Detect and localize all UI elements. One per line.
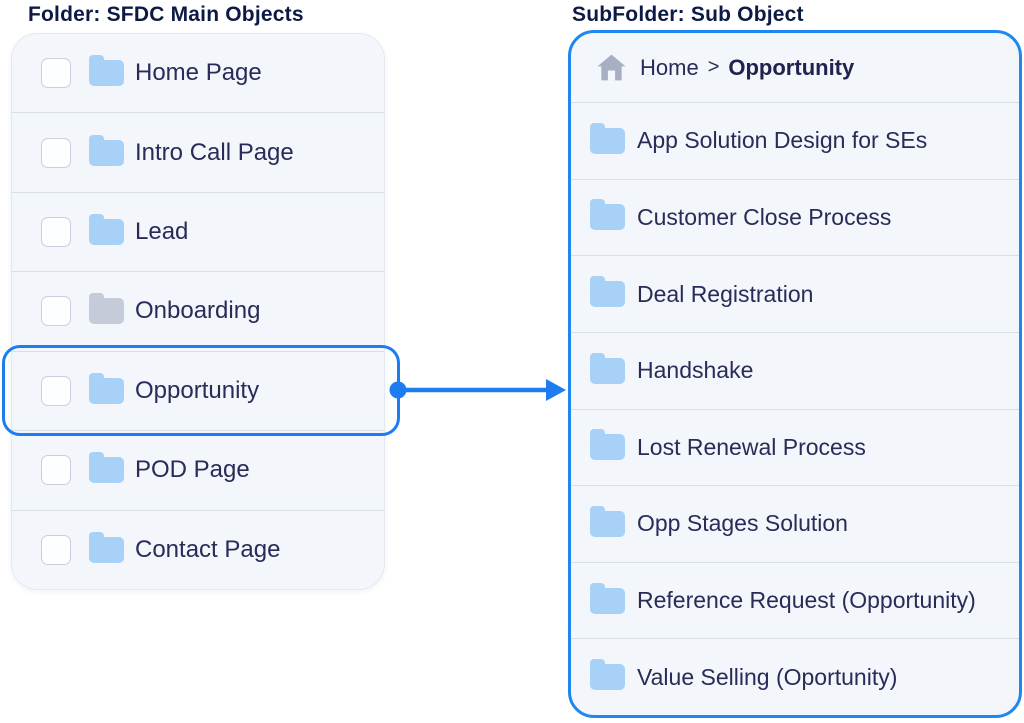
folder-icon <box>590 582 625 614</box>
subfolder-label: Value Selling (Oportunity) <box>637 663 898 690</box>
folder-icon <box>590 276 625 308</box>
checkbox[interactable] <box>41 534 71 565</box>
subfolder-row[interactable]: Lost Renewal Process <box>571 410 1019 487</box>
subfolder-row[interactable]: Value Selling (Oportunity) <box>571 639 1019 715</box>
subfolder-label: App Solution Design for SEs <box>637 127 928 154</box>
folder-icon <box>89 372 124 404</box>
folder-row[interactable]: Intro Call Page <box>12 113 384 193</box>
folder-label: POD Page <box>135 456 250 484</box>
folder-icon <box>590 352 625 384</box>
subfolder-row[interactable]: Reference Request (Opportunity) <box>571 563 1019 640</box>
folder-icon <box>89 214 124 246</box>
subfolder-row[interactable]: Handshake <box>571 333 1019 410</box>
folder-icon <box>89 531 124 563</box>
checkbox[interactable] <box>41 217 71 248</box>
folder-row[interactable]: Home Page <box>12 34 384 114</box>
folder-icon <box>590 122 625 154</box>
breadcrumb-home-link[interactable]: Home <box>640 54 699 80</box>
subfolder-label: Customer Close Process <box>637 203 892 230</box>
right-panel-rows: App Solution Design for SEs Customer Clo… <box>571 103 1019 715</box>
folder-label: Home Page <box>135 59 262 87</box>
subfolder-label: Reference Request (Opportunity) <box>637 587 976 614</box>
checkbox[interactable] <box>41 58 71 89</box>
home-icon[interactable] <box>595 51 628 84</box>
folder-icon <box>590 199 625 231</box>
subfolder-label: Deal Registration <box>637 280 814 307</box>
folder-icon <box>89 452 124 484</box>
checkbox[interactable] <box>41 375 71 406</box>
folder-icon <box>590 659 625 691</box>
folder-label: Contact Page <box>135 535 281 563</box>
checkbox[interactable] <box>41 137 71 168</box>
subfolder-row[interactable]: App Solution Design for SEs <box>571 103 1019 180</box>
folder-icon <box>590 505 625 537</box>
subfolder-label: Lost Renewal Process <box>637 433 866 460</box>
folder-label: Opportunity <box>135 376 260 404</box>
folder-row[interactable]: Lead <box>12 193 384 273</box>
left-panel-rows: Home Page Intro Call Page Lead Onboardin… <box>12 34 384 589</box>
folder-row[interactable]: POD Page <box>12 431 384 511</box>
breadcrumb-current: Opportunity <box>728 54 855 80</box>
folder-row[interactable]: Onboarding <box>12 272 384 352</box>
right-panel-title: SubFolder: Sub Object <box>572 3 804 26</box>
subfolder-row[interactable]: Customer Close Process <box>571 180 1019 257</box>
breadcrumb-separator: > <box>707 56 720 78</box>
breadcrumb: Home > Opportunity <box>571 33 1019 103</box>
left-panel: Home Page Intro Call Page Lead Onboardin… <box>11 33 385 590</box>
checkbox[interactable] <box>41 296 71 327</box>
folder-label: Intro Call Page <box>135 138 294 166</box>
checkbox[interactable] <box>41 455 71 486</box>
subfolder-row[interactable]: Opp Stages Solution <box>571 486 1019 563</box>
folder-label: Lead <box>135 218 189 246</box>
folder-icon <box>89 134 124 166</box>
folder-row[interactable]: Opportunity <box>12 352 384 432</box>
folder-label: Onboarding <box>135 297 261 325</box>
subfolder-row[interactable]: Deal Registration <box>571 256 1019 333</box>
left-panel-title: Folder: SFDC Main Objects <box>28 3 304 26</box>
subfolder-label: Opp Stages Solution <box>637 510 848 537</box>
folder-icon <box>89 293 124 325</box>
folder-icon <box>89 55 124 87</box>
folder-row[interactable]: Contact Page <box>12 511 384 589</box>
folder-icon <box>590 429 625 461</box>
subfolder-label: Handshake <box>637 357 754 384</box>
right-panel: Home > Opportunity App Solution Design f… <box>568 30 1022 718</box>
arrow-right-connector <box>389 379 566 401</box>
